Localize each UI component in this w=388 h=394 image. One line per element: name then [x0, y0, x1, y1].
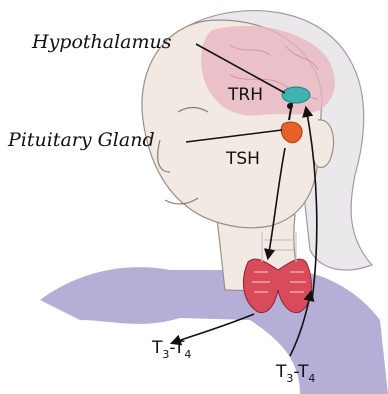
t-symbol: T — [174, 338, 184, 358]
trh-dot — [287, 103, 293, 109]
t3-t4-label-right: T3-T4 — [276, 364, 315, 381]
shirt — [40, 267, 388, 394]
subscript-4: 4 — [184, 348, 191, 361]
trh-label: TRH — [228, 87, 263, 104]
subscript-4: 4 — [308, 372, 315, 385]
tsh-label: TSH — [226, 151, 260, 168]
t-symbol: T — [152, 338, 162, 358]
hypothalamus-label: Hypothalamus — [32, 33, 172, 52]
subscript-3: 3 — [286, 372, 293, 385]
pituitary-label: Pituitary Gland — [8, 131, 155, 150]
t3-t4-label-left: T3-T4 — [152, 340, 191, 357]
t-symbol: T — [298, 362, 308, 382]
hypothalamus-gland — [282, 87, 310, 103]
subscript-3: 3 — [162, 348, 169, 361]
t-symbol: T — [276, 362, 286, 382]
